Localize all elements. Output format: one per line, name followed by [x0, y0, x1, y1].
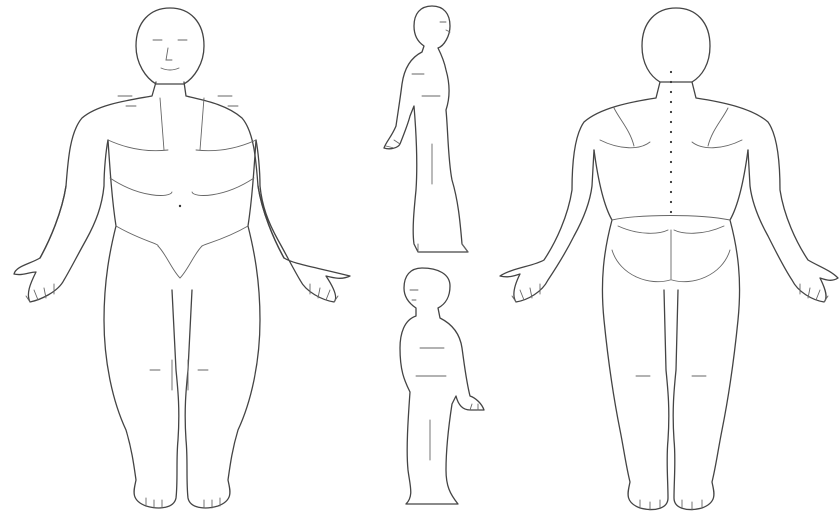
front-body-figure	[14, 8, 350, 508]
side-right-body-figure	[384, 6, 468, 252]
back-body-figure	[500, 8, 838, 510]
side-left-body-figure	[400, 268, 484, 504]
spine-dots	[670, 71, 672, 213]
